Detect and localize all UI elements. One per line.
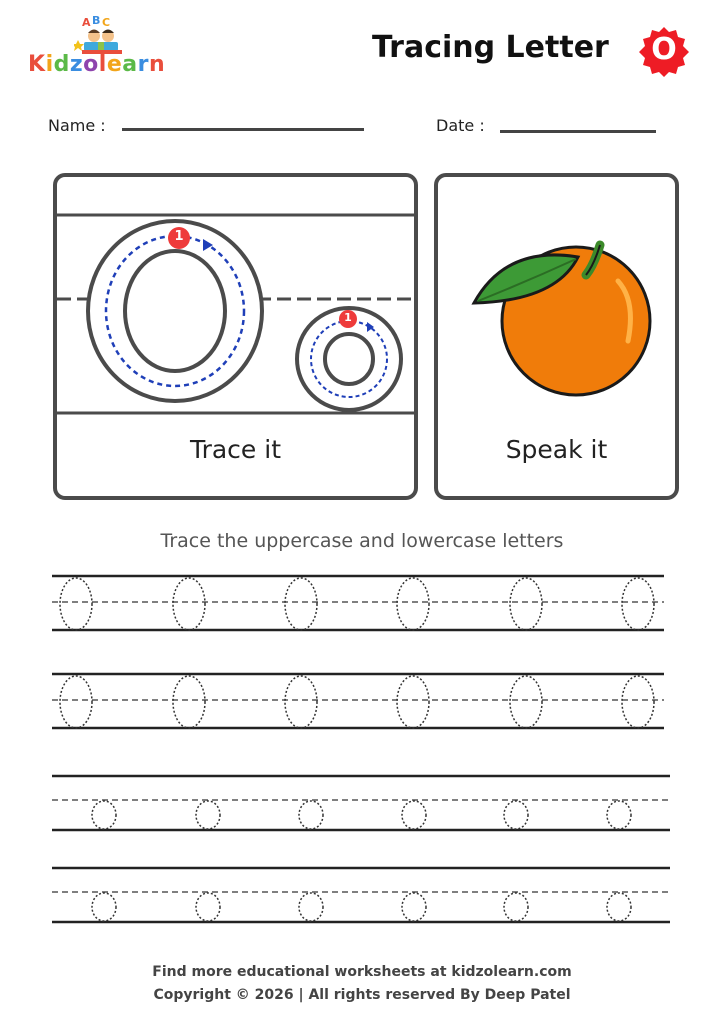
uppercase-o-path [104,234,246,388]
trace-letter [172,577,206,631]
speak-caption: Speak it [505,435,608,464]
footer-copyright: Copyright © 2026 | All rights reserved B… [153,987,571,1003]
name-field[interactable] [122,128,364,131]
date-field[interactable] [500,130,656,133]
trace-letter [503,800,529,830]
stroke-number-marker-small [339,310,357,328]
trace-letter [59,675,93,729]
svg-text:B: B [92,14,100,27]
trace-letter [401,800,427,830]
trace-letter [195,892,221,922]
uppercase-arrow-icon [203,239,213,251]
brand-name: Kidzolearn [28,52,166,77]
trace-caption: Trace it [189,435,281,464]
name-label: Name : [48,116,106,135]
trace-letter [509,577,543,631]
stroke-number: 1 [174,229,184,244]
trace-letter [298,800,324,830]
trace-letter [195,800,221,830]
trace-letter [509,675,543,729]
orange-fruit-icon [471,240,652,397]
badge-letter: O [651,32,677,67]
kids-reading-icon: A B C [74,14,122,54]
trace-letter [91,892,117,922]
practice-row-lowercase-2 [52,866,670,924]
trace-card: 1 1 Trace it [53,173,418,500]
trace-letter [284,675,318,729]
svg-text:C: C [102,16,110,29]
practice-instruction: Trace the uppercase and lowercase letter… [160,530,564,552]
trace-letter [172,675,206,729]
trace-letter [59,577,93,631]
trace-letter [396,577,430,631]
practice-row-lowercase-1 [52,774,670,832]
lowercase-arrow-icon [367,322,374,332]
date-label: Date : [436,116,485,135]
trace-letter [298,892,324,922]
trace-card-guides [57,213,414,415]
trace-letter [284,577,318,631]
svg-text:A: A [82,16,91,29]
trace-letter [401,892,427,922]
speak-card: Speak it [434,173,679,500]
footer-website: Find more educational worksheets at kidz… [152,964,572,980]
trace-letter [606,800,632,830]
practice-row-uppercase-1 [52,574,664,632]
trace-letter [91,800,117,830]
letter-badge: O [638,26,689,77]
brand-logo: A B C Kidzolearn [28,14,168,80]
trace-letter [606,892,632,922]
page-title: Tracing Letter [372,30,609,65]
practice-row-uppercase-2 [52,672,664,730]
trace-letter [621,675,655,729]
trace-letter [503,892,529,922]
stroke-number-small: 1 [344,311,352,324]
trace-letter [396,675,430,729]
trace-letter [621,577,655,631]
stroke-number-marker [168,227,190,249]
